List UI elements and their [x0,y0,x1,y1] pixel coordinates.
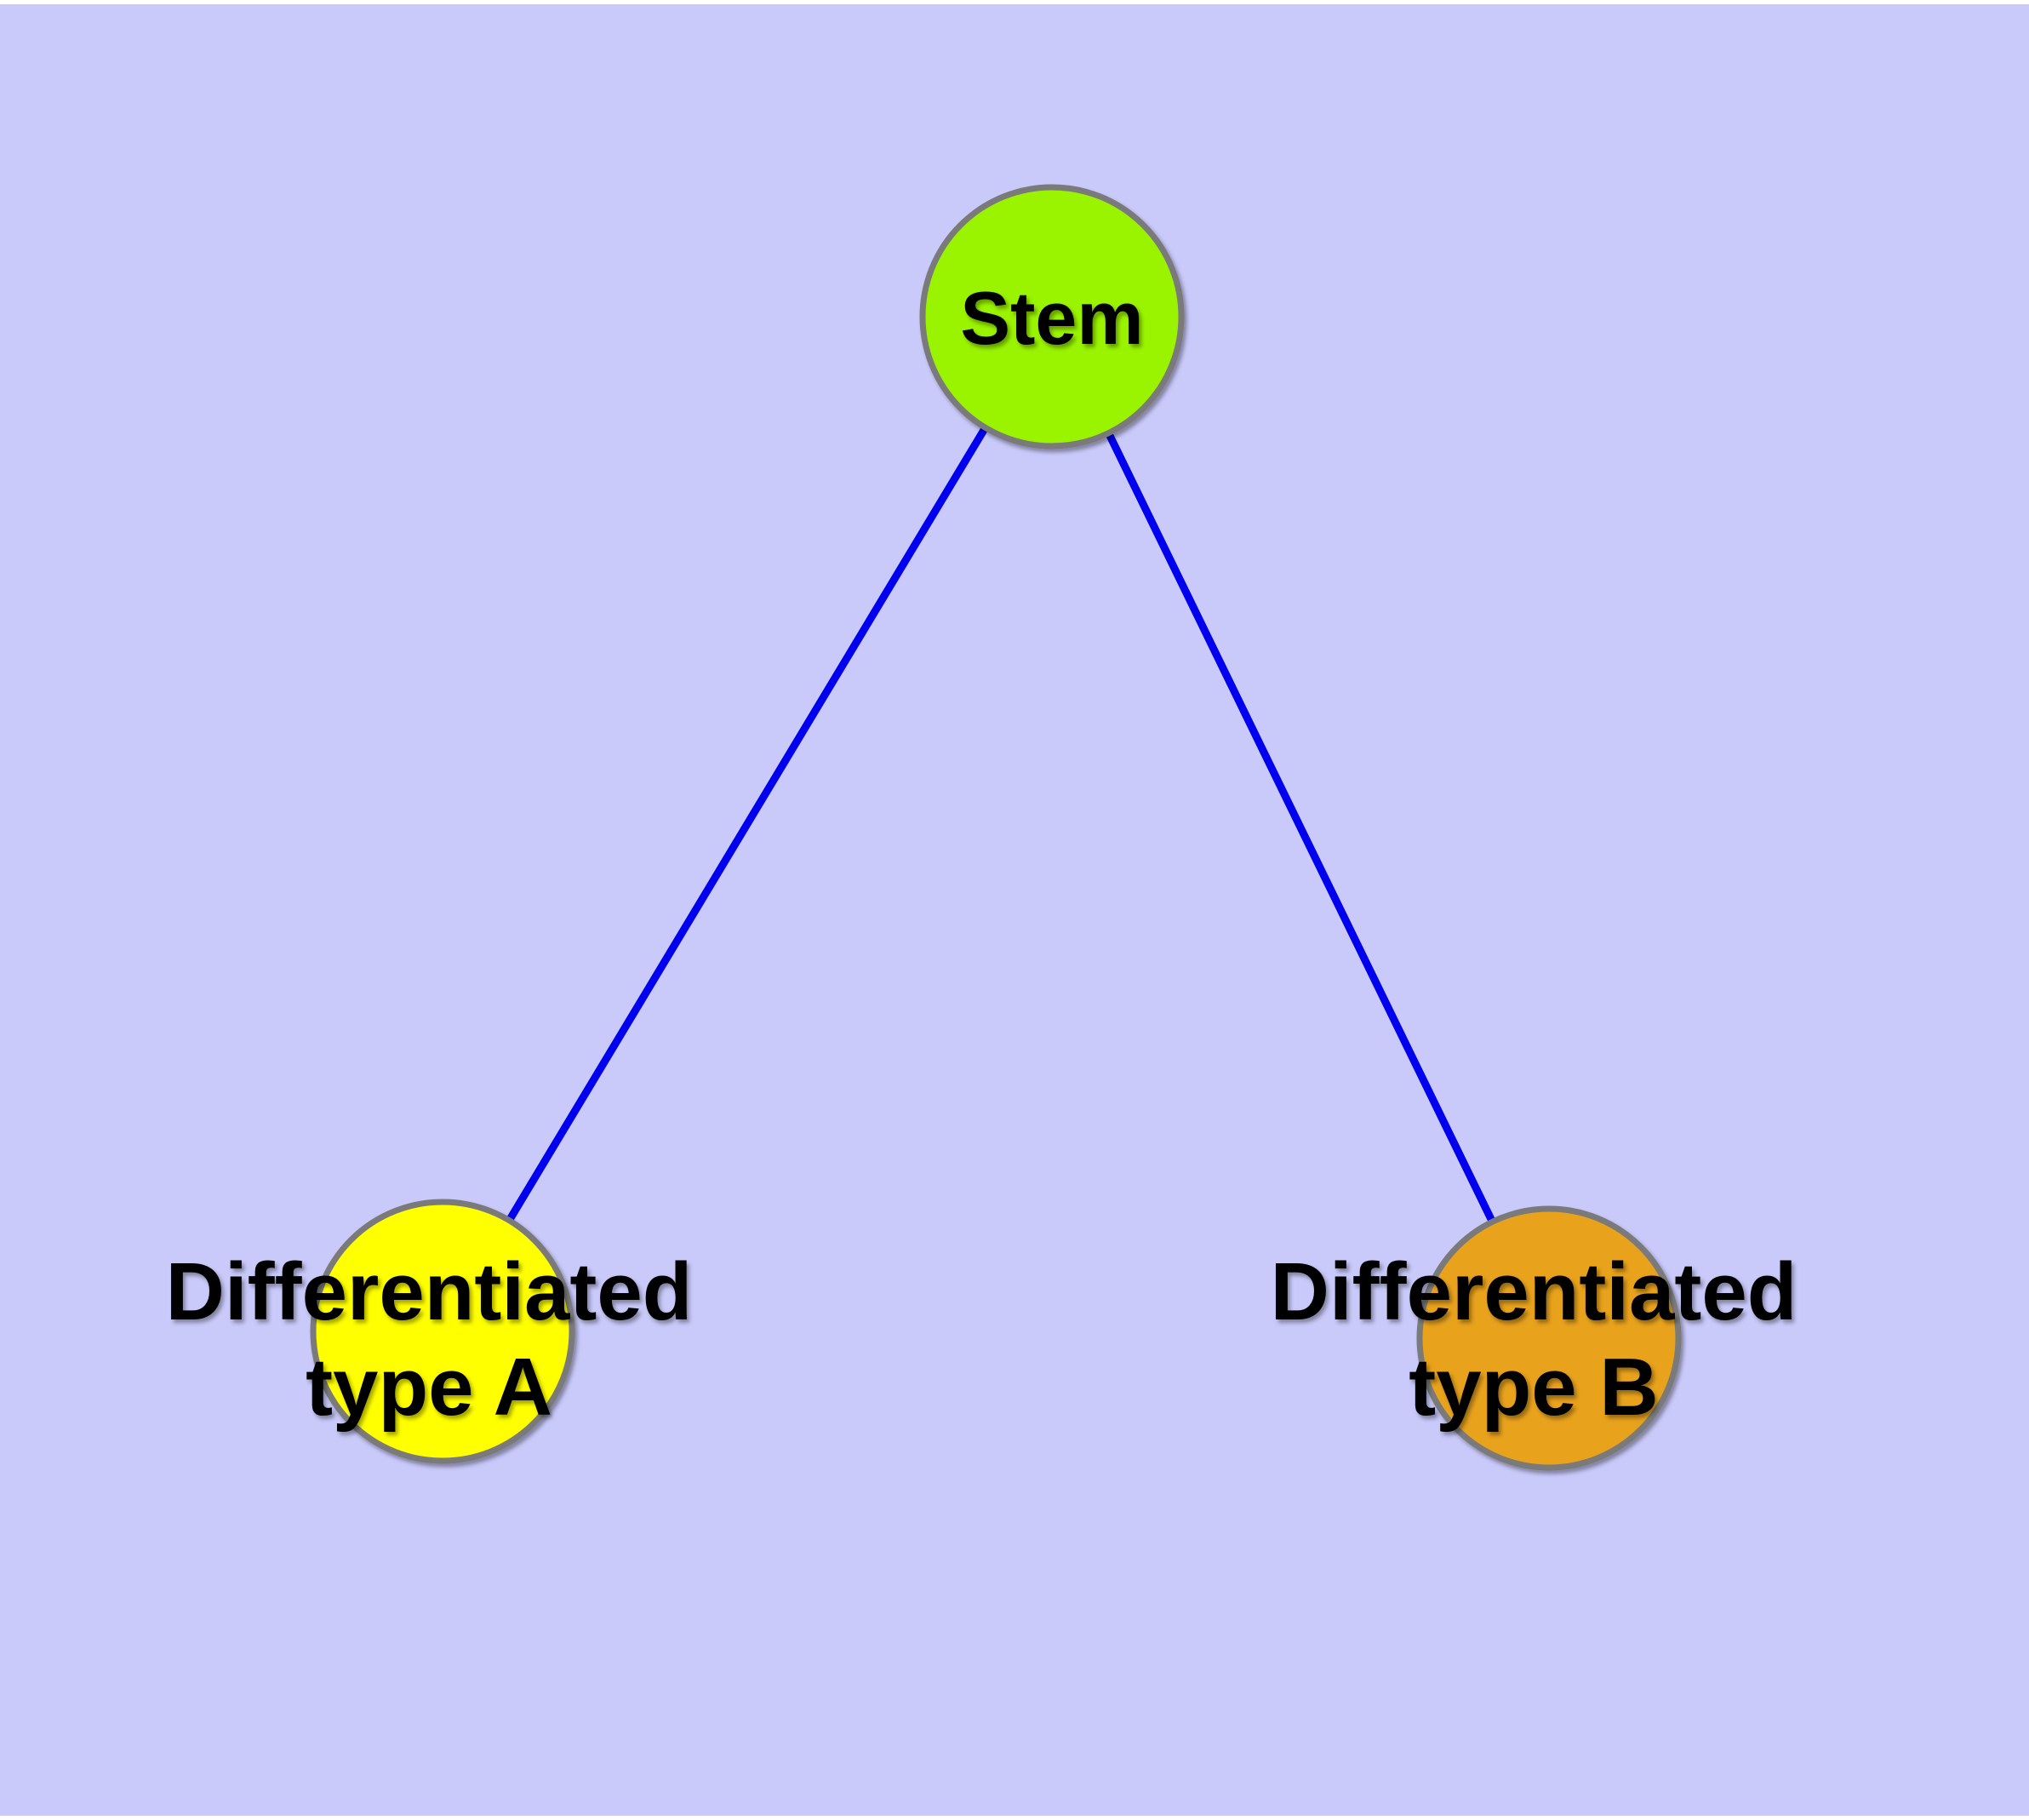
node-differentiated-type-a [310,1199,575,1464]
node-label-differentiated-type-a-line-1: Differentiated [166,1246,693,1337]
edges-layer [439,314,1553,1340]
node-label-stem-line-1: Stem [960,276,1143,360]
node-differentiated-type-b [1416,1205,1682,1471]
node-label-differentiated-type-b-line-2: type B [1409,1342,1658,1433]
node-label-differentiated-type-a-line-2: type A [306,1342,552,1433]
node-stem [919,184,1185,449]
edge-stem-to-differentiated-type-b [1048,315,1553,1340]
node-label-differentiated-type-b-line-1: Differentiated [1271,1246,1798,1337]
edge-stem-to-differentiated-type-a [439,314,1055,1334]
nodes-layer [310,184,1682,1471]
